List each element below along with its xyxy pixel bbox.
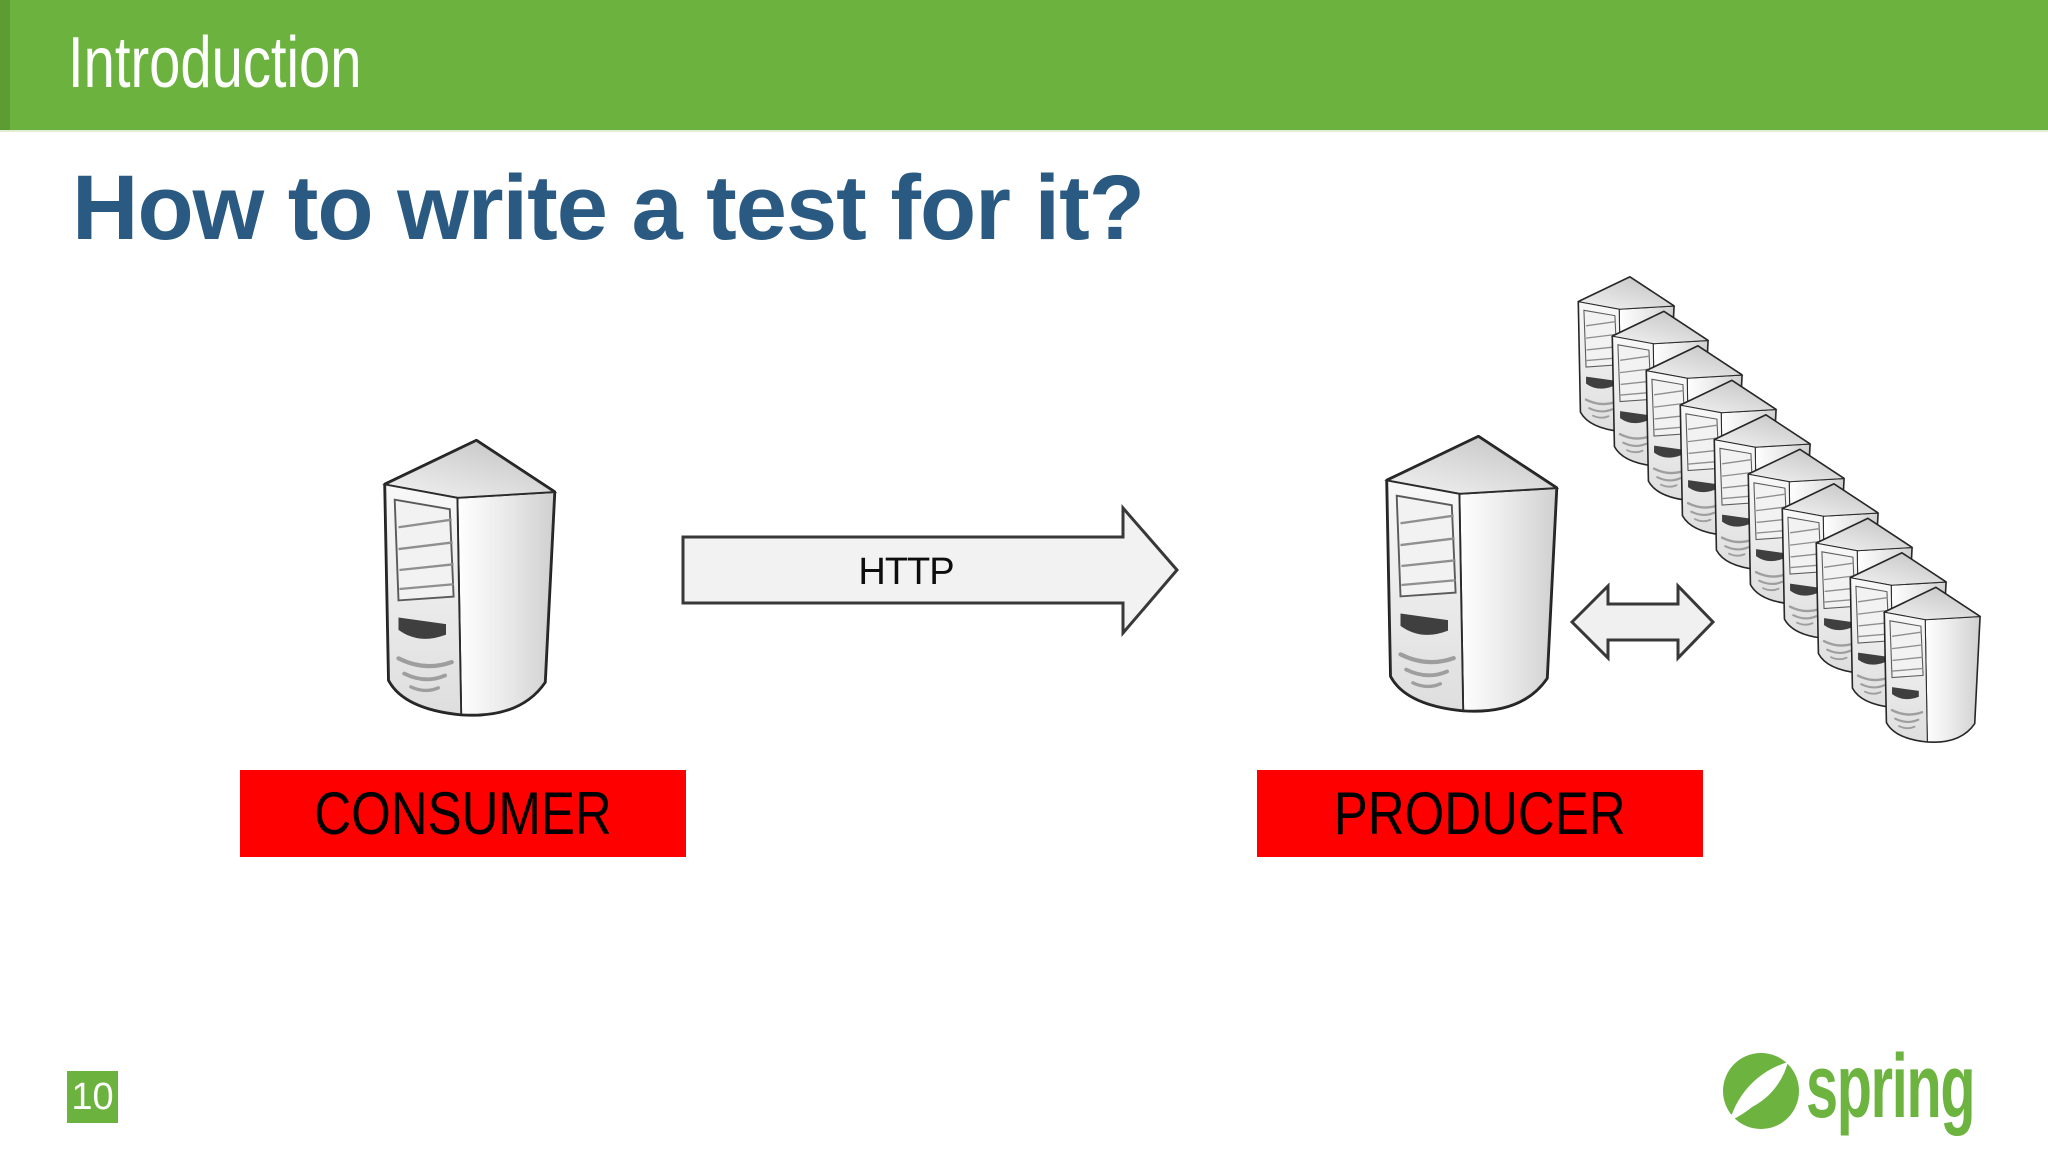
producer-server-icon <box>1372 433 1562 718</box>
producer-label-text: PRODUCER <box>1334 780 1626 847</box>
consumer-server-icon <box>370 437 560 722</box>
double-arrow-icon <box>1569 582 1716 662</box>
header-bar: Introduction <box>0 0 2048 132</box>
spring-logo-text: spring <box>1806 1037 1976 1137</box>
spring-leaf-icon <box>1723 1053 1799 1129</box>
producer-label: PRODUCER <box>1257 770 1703 857</box>
consumer-label: CONSUMER <box>240 770 686 857</box>
http-arrow-label: HTTP <box>858 551 953 593</box>
consumer-label-text: CONSUMER <box>314 780 612 847</box>
page-title: How to write a test for it? <box>72 157 1145 259</box>
stack-server-icon <box>1883 586 1981 744</box>
header-title: Introduction <box>68 23 362 103</box>
header-left-accent <box>0 0 10 130</box>
server-stack-icon <box>1577 275 1981 744</box>
http-arrow-icon: HTTP <box>681 503 1179 638</box>
page-number: 10 <box>71 1075 114 1118</box>
page-number-badge: 10 <box>67 1071 118 1123</box>
